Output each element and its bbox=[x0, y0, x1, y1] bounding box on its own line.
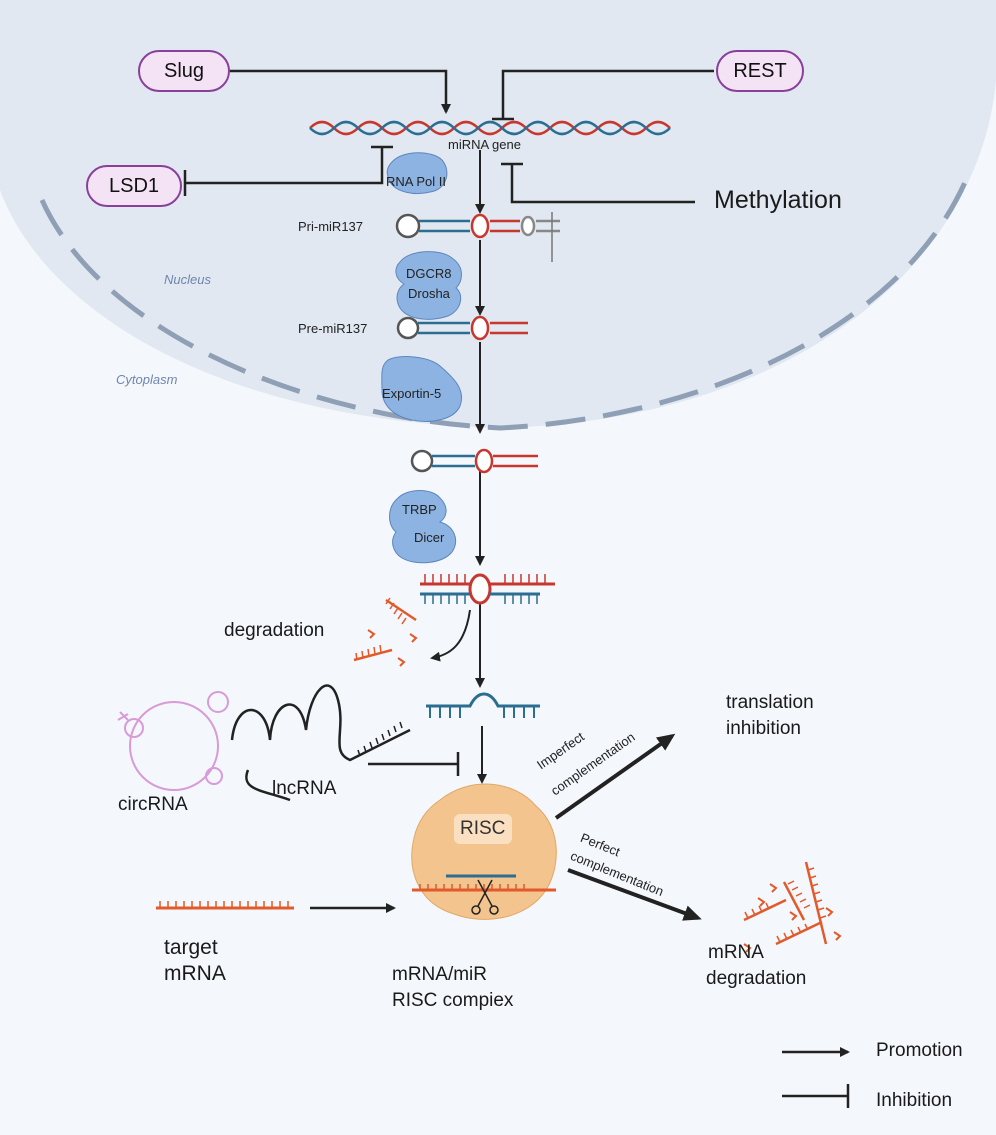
rest-inhibition-line bbox=[492, 69, 714, 121]
target-mrna-strand bbox=[156, 901, 294, 910]
lncrna-inhibition-line bbox=[368, 752, 460, 776]
trbp-label: TRBP bbox=[402, 502, 437, 517]
methylation-label: Methylation bbox=[714, 186, 842, 214]
imperfect-arrow bbox=[554, 733, 676, 820]
lncrna-label: lncRNA bbox=[272, 778, 337, 799]
mrna-degradation-line2: degradation bbox=[706, 968, 807, 989]
degradation-label: degradation bbox=[224, 620, 325, 641]
nucleus-region bbox=[0, 0, 996, 431]
lsd1-inhibition-line bbox=[183, 145, 393, 196]
degradation-curve-arrow bbox=[430, 609, 471, 662]
dgcr8-drosha-blob bbox=[395, 251, 462, 320]
rna-pol-label: RNA Pol II bbox=[386, 174, 446, 189]
risc-label-box bbox=[454, 814, 512, 844]
dgcr8-label: DGCR8 bbox=[406, 266, 452, 281]
slug-promotion-arrow bbox=[228, 69, 451, 114]
rna-pol-blob bbox=[386, 152, 448, 195]
circrna-label: circRNA bbox=[118, 794, 188, 815]
exportin-label: Exportin-5 bbox=[382, 386, 442, 401]
translation-label-line2: inhibition bbox=[726, 718, 801, 739]
nucleus-label: Nucleus bbox=[164, 272, 211, 287]
complex-label-line2: RISC compiex bbox=[392, 990, 514, 1011]
pre-mir-label: Pre-miR137 bbox=[298, 321, 368, 336]
trbp-dicer-blob bbox=[389, 490, 456, 564]
risc-blob bbox=[411, 783, 557, 920]
cytoplasm-label: Cytoplasm bbox=[116, 372, 178, 387]
target-label-line1: target bbox=[164, 936, 218, 959]
mirna-duplex bbox=[420, 573, 555, 605]
pre-mir137-hairpin bbox=[396, 315, 528, 341]
complex-label-line1: mRNA/miR bbox=[392, 964, 487, 985]
circrna-structure bbox=[117, 691, 229, 791]
legend-symbols bbox=[782, 1047, 850, 1108]
legend-inhibition-label: Inhibition bbox=[876, 1090, 953, 1111]
pri-mir137-hairpin bbox=[395, 212, 560, 262]
lncrna-structure bbox=[230, 684, 411, 802]
drosha-label: Drosha bbox=[408, 286, 450, 301]
cytoplasmic-pre-mirna bbox=[410, 448, 538, 474]
risc-label: RISC bbox=[460, 818, 506, 839]
degraded-fragments bbox=[353, 597, 418, 667]
dicer-label: Dicer bbox=[414, 530, 445, 545]
perfect-arrow bbox=[567, 868, 702, 921]
translation-label-line1: translation bbox=[726, 692, 814, 713]
legend-promotion-label: Promotion bbox=[876, 1040, 963, 1061]
processing-arrows bbox=[475, 150, 487, 784]
risc-bound-duplex bbox=[412, 874, 556, 915]
target-label-line2: mRNA bbox=[164, 962, 226, 985]
rest-pill: REST bbox=[716, 50, 804, 92]
lsd1-pill: LSD1 bbox=[86, 165, 182, 207]
methylation-inhibition-line bbox=[501, 162, 695, 204]
mature-mirna bbox=[426, 692, 540, 718]
mirna-gene-label: miRNA gene bbox=[448, 137, 521, 152]
slug-pill: Slug bbox=[138, 50, 230, 92]
mrna-fragments bbox=[743, 861, 842, 953]
exportin-5-blob bbox=[381, 356, 462, 422]
dna-helix bbox=[309, 120, 671, 136]
pri-mir-label: Pri-miR137 bbox=[298, 219, 364, 234]
mrna-degradation-line1: mRNA bbox=[708, 942, 764, 963]
